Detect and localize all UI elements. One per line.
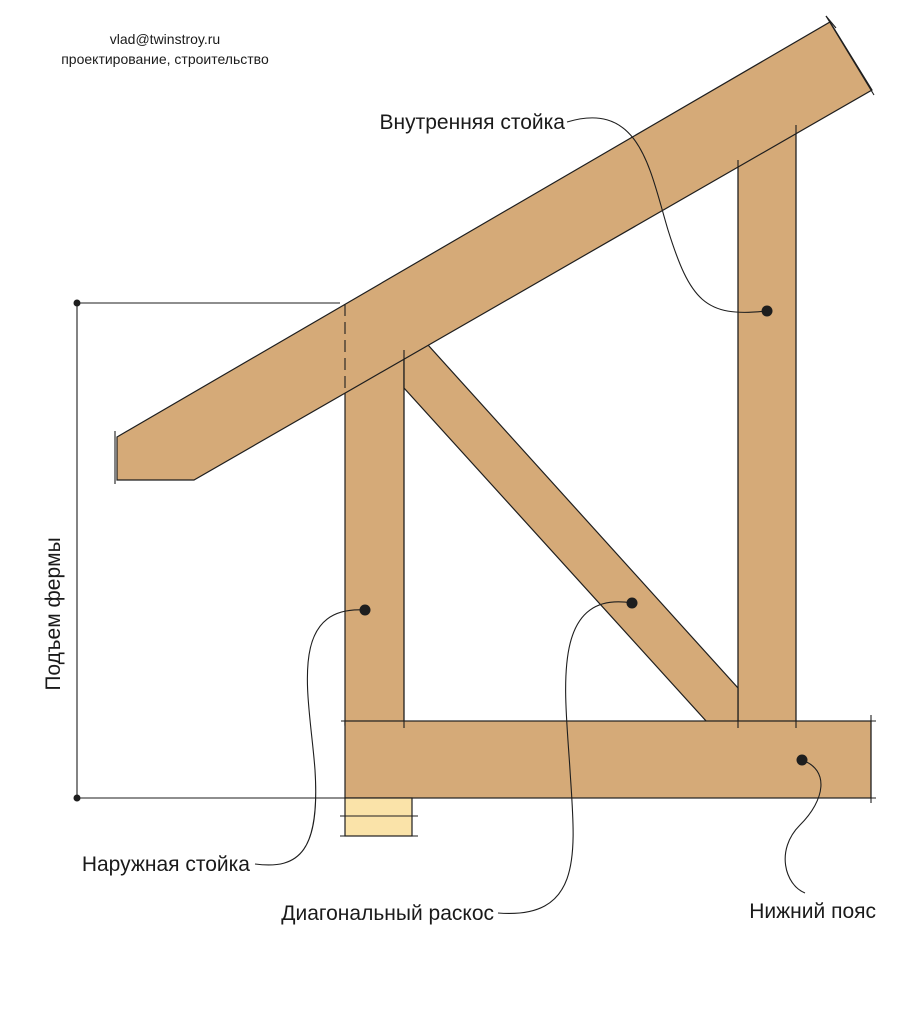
header-email: vlad@twinstroy.ru	[110, 31, 220, 47]
rise-dim-dot-bottom	[73, 794, 81, 802]
outer-post	[344, 344, 405, 726]
label-bottom-chord: Нижний пояс	[749, 900, 876, 923]
leader-diagonal-brace	[497, 601, 633, 914]
label-outer-post: Наружная стойка	[82, 853, 250, 876]
diagonal-brace	[403, 344, 739, 723]
inner-post	[737, 119, 797, 726]
marker-inner-post	[761, 305, 773, 317]
rise-dim-dot-top	[73, 299, 81, 307]
marker-diagonal-brace	[626, 597, 638, 609]
leader-inner-post	[566, 117, 767, 313]
label-diagonal-brace: Диагональный раскос	[281, 902, 494, 925]
ext-line	[825, 15, 875, 96]
rise-label: Подъем фермы	[42, 537, 65, 690]
bottom-chord	[344, 720, 872, 799]
header-tagline: проектирование, строительство	[61, 51, 269, 67]
leader-bottom-chord	[784, 759, 822, 894]
ext-line	[825, 15, 837, 29]
support-block	[344, 797, 413, 837]
marker-outer-post	[359, 604, 371, 616]
label-inner-post: Внутренняя стойка	[380, 111, 566, 134]
marker-bottom-chord	[796, 754, 808, 766]
rafter	[116, 21, 873, 481]
leader-outer-post	[254, 609, 366, 866]
